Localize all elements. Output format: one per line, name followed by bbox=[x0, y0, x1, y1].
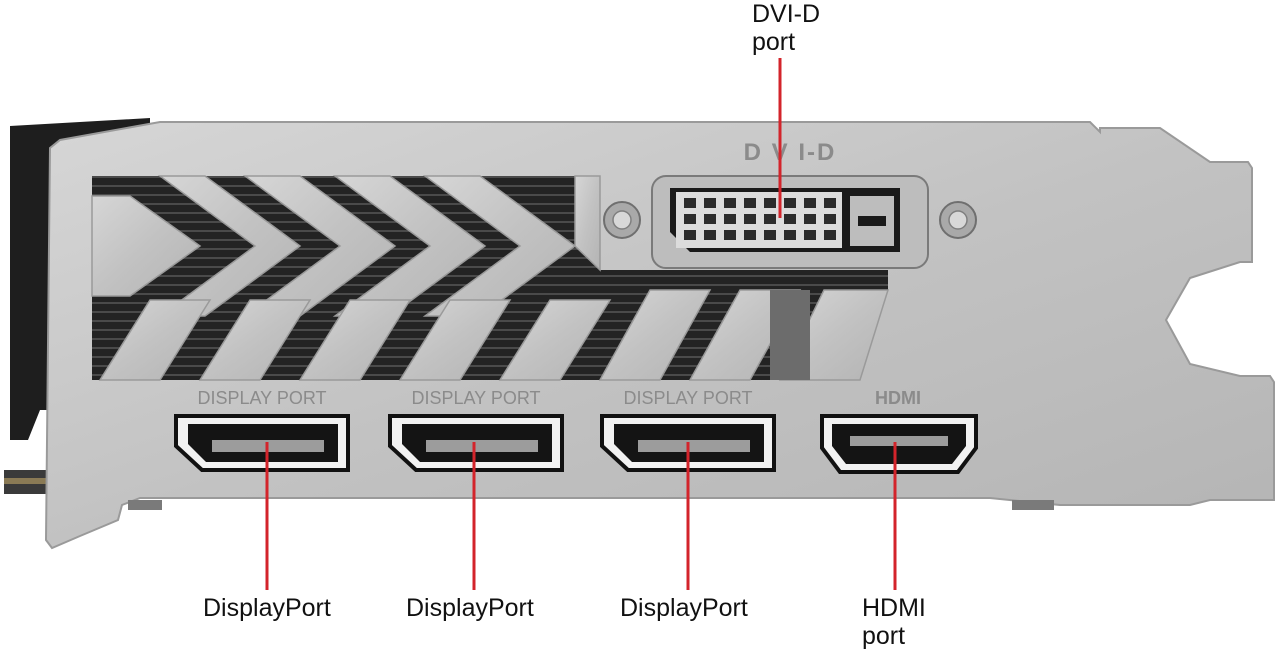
callout-displayport-3: DisplayPort bbox=[620, 594, 748, 622]
callout-dvi-line2: port bbox=[752, 28, 796, 56]
engraving-displayport-3: DISPLAY PORT bbox=[623, 388, 752, 408]
engraving-hdmi: HDMI bbox=[875, 388, 921, 408]
engraving-displayport-2: DISPLAY PORT bbox=[411, 388, 540, 408]
callout-displayport-1: DisplayPort bbox=[203, 594, 331, 622]
callout-displayport-2: DisplayPort bbox=[406, 594, 534, 622]
callout-dp1-text: DisplayPort bbox=[203, 594, 331, 622]
dvi-screw-left bbox=[603, 201, 641, 239]
displayport-2 bbox=[388, 414, 564, 472]
vent-area bbox=[91, 175, 890, 381]
callout-hdmi-line2: port bbox=[862, 622, 906, 650]
callout-hdmi-port: HDMI port bbox=[862, 594, 926, 650]
mount-tab-right bbox=[1012, 500, 1054, 510]
dvi-d-port bbox=[651, 175, 929, 269]
callout-dp3-text: DisplayPort bbox=[620, 594, 748, 622]
callout-hdmi-line1: HDMI bbox=[862, 594, 926, 622]
hdmi-port bbox=[820, 414, 978, 474]
mount-tab-left bbox=[128, 500, 162, 510]
callout-dvi-line1: DVI-D bbox=[752, 0, 821, 28]
displayport-1 bbox=[174, 414, 350, 472]
engraving-dvi-d: D V I-D bbox=[744, 139, 837, 166]
callout-dvi-d-port: DVI-D port bbox=[752, 0, 820, 56]
callout-dp2-text: DisplayPort bbox=[406, 594, 534, 622]
engraving-displayport-1: DISPLAY PORT bbox=[197, 388, 326, 408]
dvi-pin-grid bbox=[684, 198, 836, 240]
leader-lines bbox=[265, 58, 897, 590]
dvi-screw-right bbox=[939, 201, 977, 239]
